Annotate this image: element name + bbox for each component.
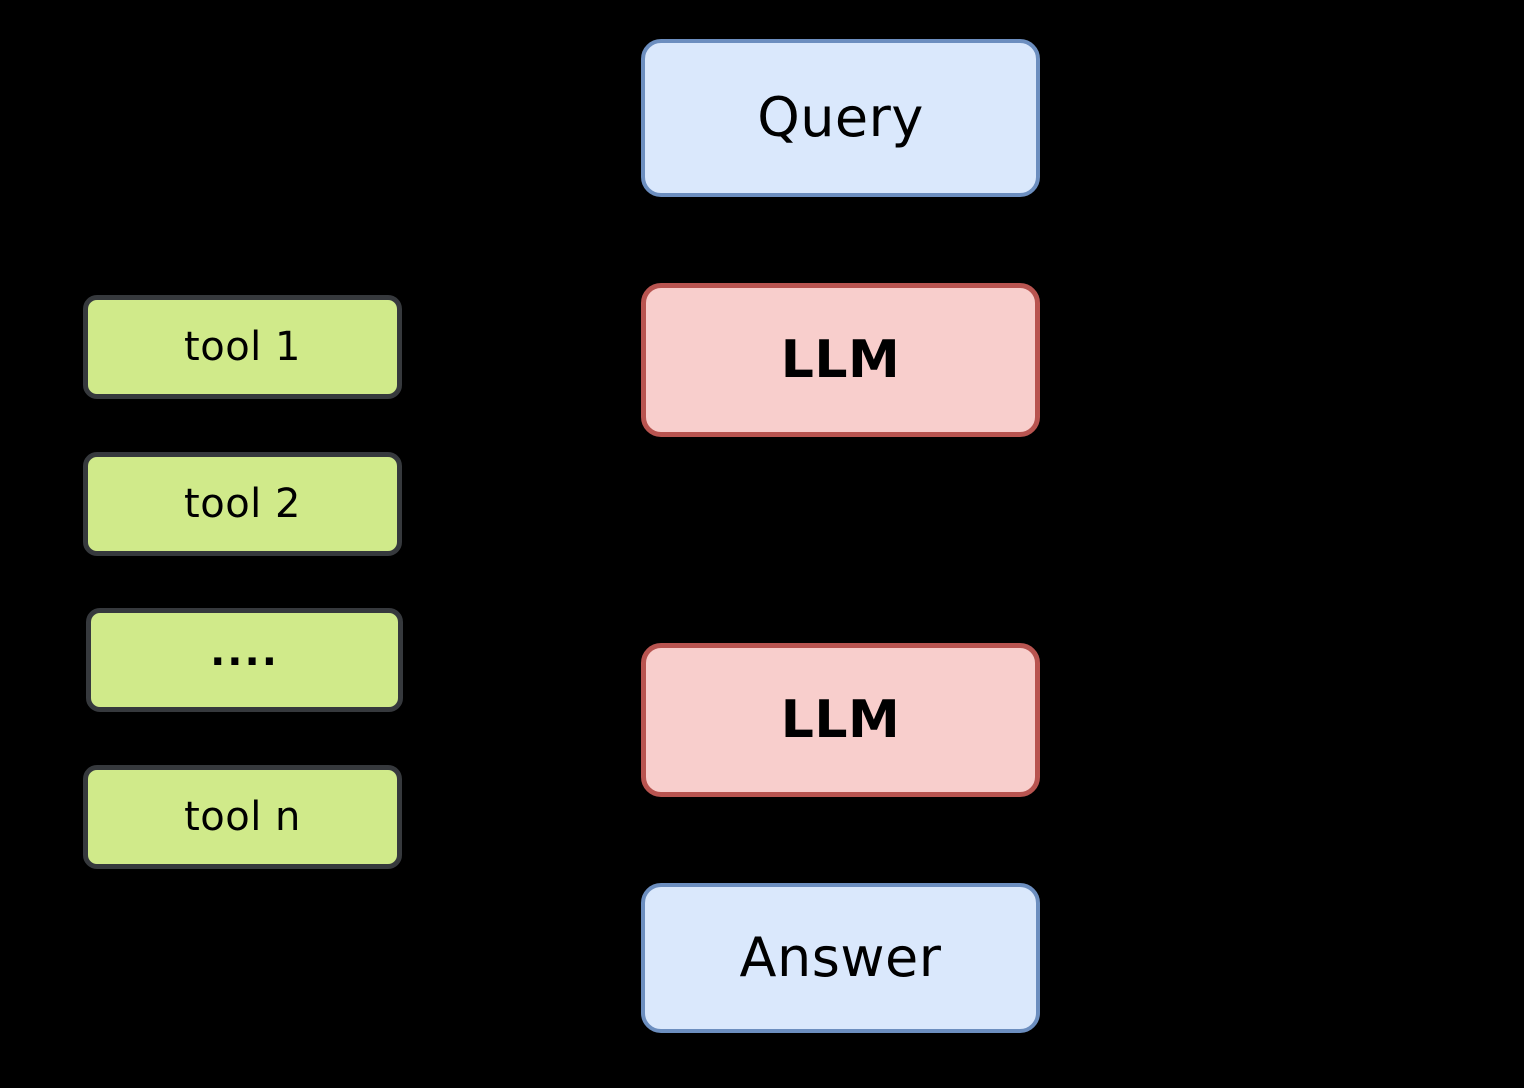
tool-node-2-label: tool 2 — [184, 481, 301, 527]
llm-node-2-label: LLM — [780, 690, 901, 750]
tool-node-1[interactable]: tool 1 — [83, 295, 402, 399]
llm-node-2[interactable]: LLM — [641, 643, 1040, 797]
llm-node-1-label: LLM — [780, 330, 901, 390]
query-node[interactable]: Query — [641, 39, 1040, 197]
answer-node[interactable]: Answer — [641, 883, 1040, 1033]
tool-node-n-label: tool n — [184, 794, 301, 840]
tool-node-n[interactable]: tool n — [83, 765, 402, 869]
tool-node-2[interactable]: tool 2 — [83, 452, 402, 556]
tool-node-ellipsis-label: .... — [210, 629, 279, 675]
tool-node-ellipsis[interactable]: .... — [86, 608, 403, 712]
query-node-label: Query — [757, 86, 924, 149]
answer-node-label: Answer — [739, 926, 942, 989]
tool-node-1-label: tool 1 — [184, 324, 301, 370]
llm-node-1[interactable]: LLM — [641, 283, 1040, 437]
